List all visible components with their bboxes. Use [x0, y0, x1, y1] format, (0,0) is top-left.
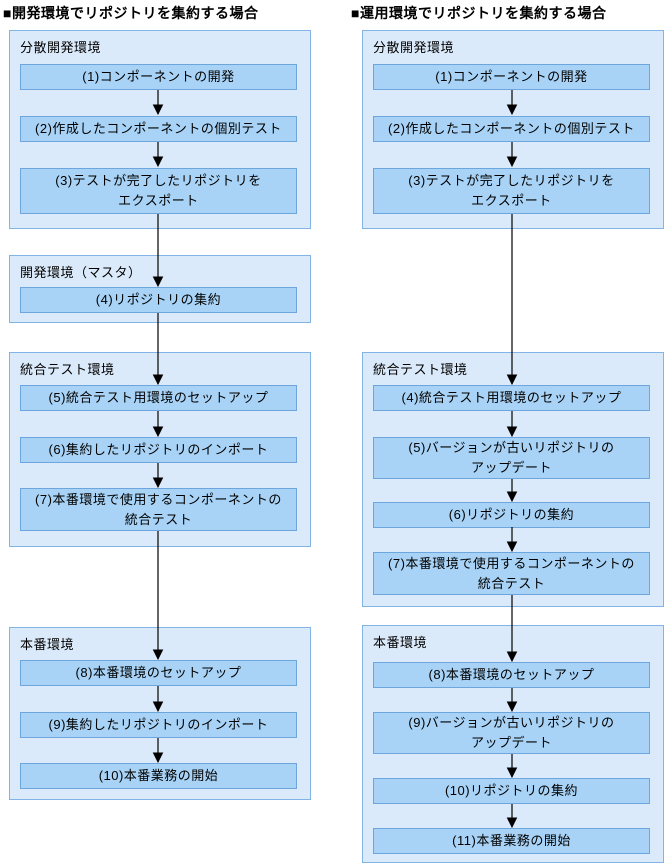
container-right-distributed-dev: 分散開発環境 (1)コンポーネントの開発 (2)作成したコンポーネントの個別テス… [362, 30, 664, 229]
flow-step-box: (11)本番業務の開始 [373, 828, 650, 854]
flow-step-box: (4)統合テスト用環境のセットアップ [373, 385, 650, 411]
container-left-dev-master: 開発環境（マスタ） (4)リポジトリの集約 [9, 255, 311, 323]
flow-step-box: (1)コンポーネントの開発 [373, 64, 650, 90]
flow-step-box: (8)本番環境のセットアップ [373, 662, 650, 688]
flow-step-box: (4)リポジトリの集約 [20, 287, 297, 313]
flow-step-box: (5)バージョンが古いリポジトリの アップデート [373, 437, 650, 479]
flow-step-box: (8)本番環境のセットアップ [20, 660, 297, 686]
flow-step-box: (9)バージョンが古いリポジトリの アップデート [373, 712, 650, 754]
flow-step-box: (6)集約したリポジトリのインポート [20, 437, 297, 463]
flow-step-box: (6)リポジトリの集約 [373, 502, 650, 528]
container-label: 統合テスト環境 [20, 362, 115, 377]
container-label: 本番環境 [20, 637, 75, 652]
flow-step-box: (1)コンポーネントの開発 [20, 64, 297, 90]
flow-step-box: (7)本番環境で使用するコンポーネントの 統合テスト [20, 488, 297, 531]
flow-step-box: (2)作成したコンポーネントの個別テスト [373, 116, 650, 142]
right-flow-title: ■運用環境でリポジトリを集約する場合 [351, 5, 607, 21]
flow-step-box: (10)本番業務の開始 [20, 763, 297, 789]
container-left-production: 本番環境 (8)本番環境のセットアップ (9)集約したリポジトリのインポート (… [9, 627, 311, 800]
flow-step-box: (3)テストが完了したリポジトリを エクスポート [373, 168, 650, 214]
flow-step-box: (5)統合テスト用環境のセットアップ [20, 385, 297, 411]
container-label: 統合テスト環境 [373, 362, 468, 377]
container-left-integration-test: 統合テスト環境 (5)統合テスト用環境のセットアップ (6)集約したリポジトリの… [9, 352, 311, 547]
container-label: 分散開発環境 [20, 40, 102, 55]
container-label: 本番環境 [373, 635, 428, 650]
container-right-production: 本番環境 (8)本番環境のセットアップ (9)バージョンが古いリポジトリの アッ… [362, 625, 664, 863]
container-left-distributed-dev: 分散開発環境 (1)コンポーネントの開発 (2)作成したコンポーネントの個別テス… [9, 30, 311, 229]
flow-step-box: (10)リポジトリの集約 [373, 778, 650, 804]
flow-step-box: (7)本番環境で使用するコンポーネントの 統合テスト [373, 552, 650, 595]
flow-step-box: (3)テストが完了したリポジトリを エクスポート [20, 168, 297, 214]
flow-step-box: (9)集約したリポジトリのインポート [20, 712, 297, 738]
container-label: 分散開発環境 [373, 40, 455, 55]
flow-step-box: (2)作成したコンポーネントの個別テスト [20, 116, 297, 142]
container-label: 開発環境（マスタ） [20, 265, 142, 280]
left-flow-title: ■開発環境でリポジトリを集約する場合 [3, 5, 259, 21]
container-right-integration-test: 統合テスト環境 (4)統合テスト用環境のセットアップ (5)バージョンが古いリポ… [362, 352, 664, 607]
